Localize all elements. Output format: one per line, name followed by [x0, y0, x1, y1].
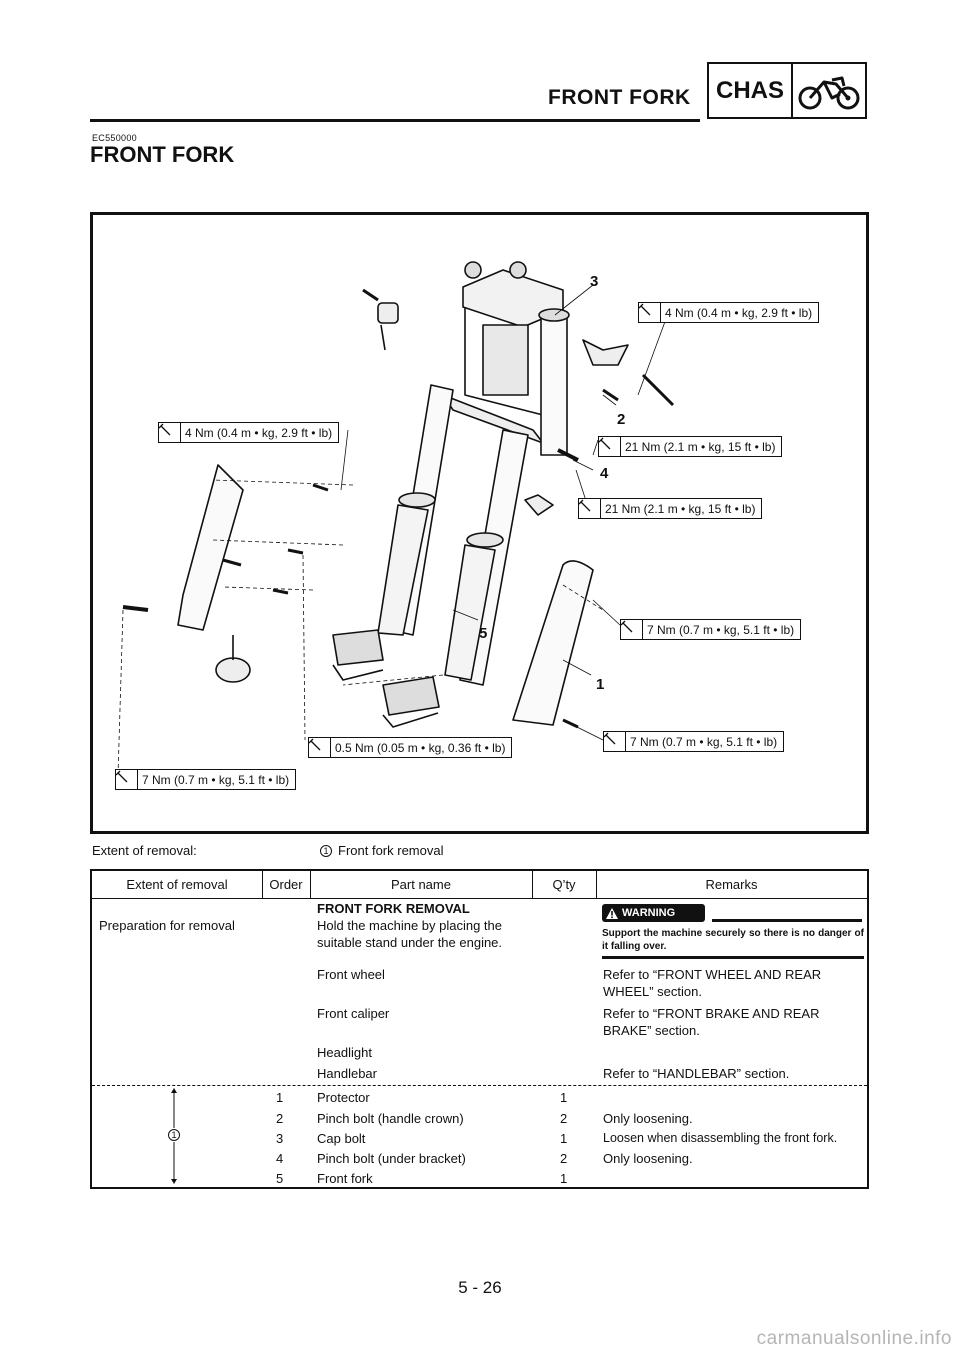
remarks: Only loosening. — [603, 1111, 693, 1126]
remarks: Loosen when disassembling the front fork… — [603, 1131, 838, 1145]
warning-label: WARNING — [622, 907, 676, 919]
order-number: 4 — [276, 1151, 284, 1166]
quantity: 2 — [560, 1111, 568, 1126]
circled-number: 1 — [320, 844, 332, 857]
torque-value: 21 Nm (2.1 m • kg, 15 ft • lb) — [625, 439, 776, 454]
extent-value: 1 Front fork removal — [320, 843, 443, 858]
warning-rule — [602, 956, 864, 959]
torque-wrench-icon — [579, 499, 601, 518]
torque-spec: 7 Nm (0.7 m • kg, 5.1 ft • lb) — [115, 769, 297, 790]
part-name: Front wheel — [317, 967, 385, 982]
torque-wrench-icon — [159, 423, 181, 442]
part-name: Hold the machine by placing the — [317, 918, 503, 933]
column-header: Order — [269, 877, 303, 892]
column-header: Q’ty — [552, 877, 576, 892]
torque-wrench-icon — [599, 437, 621, 456]
motorcycle-icon — [793, 64, 865, 117]
callout-number: 5 — [479, 625, 488, 642]
page-title: FRONT FORK — [90, 142, 235, 167]
exploded-diagram: 4 Nm (0.4 m • kg, 2.9 ft • lb) 4 Nm (0.4… — [90, 212, 869, 834]
torque-wrench-icon — [604, 732, 626, 751]
column-divider — [262, 871, 263, 898]
document-code: EC550000 — [92, 133, 137, 143]
part-name: Front fork — [317, 1171, 373, 1186]
quantity: 1 — [560, 1171, 568, 1186]
torque-value: 7 Nm (0.7 m • kg, 5.1 ft • lb) — [647, 622, 795, 637]
warning-rule — [712, 919, 862, 922]
part-name: Protector — [317, 1090, 370, 1105]
remarks: BRAKE” section. — [603, 1023, 700, 1038]
column-header: Part name — [391, 877, 451, 892]
remarks: WHEEL” section. — [603, 984, 702, 999]
callout-number: 3 — [590, 273, 599, 290]
remarks: Refer to “HANDLEBAR” section. — [603, 1066, 790, 1081]
section-title: FRONT FORK — [548, 86, 691, 109]
header-rule — [92, 898, 867, 899]
torque-value: 4 Nm (0.4 m • kg, 2.9 ft • lb) — [185, 425, 333, 440]
torque-wrench-icon — [639, 303, 661, 322]
order-number: 1 — [276, 1090, 284, 1105]
torque-value: 21 Nm (2.1 m • kg, 15 ft • lb) — [605, 501, 756, 516]
torque-wrench-icon — [621, 620, 643, 639]
circled-number: 1 — [168, 1129, 180, 1141]
part-name: Pinch bolt (handle crown) — [317, 1111, 464, 1126]
part-name: Handlebar — [317, 1066, 377, 1081]
column-divider — [532, 871, 533, 898]
column-header: Remarks — [705, 877, 758, 892]
order-number: 3 — [276, 1131, 284, 1146]
torque-value: 0.5 Nm (0.05 m • kg, 0.36 ft • lb) — [335, 740, 506, 755]
removal-table: Extent of removal Order Part name Q’ty R… — [90, 869, 869, 1189]
chapter-code: CHAS — [709, 64, 793, 117]
torque-spec: 7 Nm (0.7 m • kg, 5.1 ft • lb) — [620, 619, 802, 640]
torque-spec: 4 Nm (0.4 m • kg, 2.9 ft • lb) — [158, 422, 340, 443]
page-number: 5 - 26 — [458, 1278, 502, 1297]
part-name: suitable stand under the engine. — [317, 935, 503, 950]
remarks: Refer to “FRONT WHEEL AND REAR — [603, 967, 822, 982]
remarks: Only loosening. — [603, 1151, 693, 1166]
section-divider — [92, 1085, 867, 1087]
torque-spec: 21 Nm (2.1 m • kg, 15 ft • lb) — [598, 436, 783, 457]
torque-spec: 0.5 Nm (0.05 m • kg, 0.36 ft • lb) — [308, 737, 513, 758]
column-divider — [596, 871, 597, 898]
part-name: Headlight — [317, 1045, 372, 1060]
warning-badge: WARNING — [602, 904, 705, 922]
part-name: Front caliper — [317, 1006, 390, 1021]
column-divider — [310, 871, 311, 898]
chapter-box: CHAS — [707, 62, 867, 119]
section-heading: FRONT FORK REMOVAL — [317, 901, 470, 916]
front-fork-illustration — [117, 261, 675, 776]
header-rule — [90, 119, 700, 122]
warning-icon — [602, 907, 622, 920]
order-number: 5 — [276, 1171, 284, 1186]
torque-value: 4 Nm (0.4 m • kg, 2.9 ft • lb) — [665, 305, 813, 320]
quantity: 1 — [560, 1131, 568, 1146]
torque-value: 7 Nm (0.7 m • kg, 5.1 ft • lb) — [630, 734, 778, 749]
part-name: Cap bolt — [317, 1131, 366, 1146]
extent-text: Front fork removal — [338, 843, 444, 858]
order-number: 2 — [276, 1111, 284, 1126]
remarks: Refer to “FRONT BRAKE AND REAR — [603, 1006, 820, 1021]
torque-wrench-icon — [116, 770, 138, 789]
callout-number: 2 — [617, 411, 626, 428]
torque-wrench-icon — [309, 738, 331, 757]
torque-spec: 7 Nm (0.7 m • kg, 5.1 ft • lb) — [603, 731, 785, 752]
prep-extent: Preparation for removal — [99, 918, 235, 933]
quantity: 2 — [560, 1151, 568, 1166]
torque-value: 7 Nm (0.7 m • kg, 5.1 ft • lb) — [142, 772, 290, 787]
torque-spec: 4 Nm (0.4 m • kg, 2.9 ft • lb) — [638, 302, 820, 323]
quantity: 1 — [560, 1090, 568, 1105]
torque-spec: 21 Nm (2.1 m • kg, 15 ft • lb) — [578, 498, 763, 519]
callout-number: 1 — [596, 676, 605, 693]
part-name: Pinch bolt (under bracket) — [317, 1151, 466, 1166]
watermark: carmanualsonline.info — [756, 1328, 952, 1349]
column-header: Extent of removal — [126, 877, 228, 892]
callout-number: 4 — [600, 465, 609, 482]
warning-text: Support the machine securely so there is… — [602, 928, 864, 952]
extent-label: Extent of removal: — [92, 843, 197, 858]
